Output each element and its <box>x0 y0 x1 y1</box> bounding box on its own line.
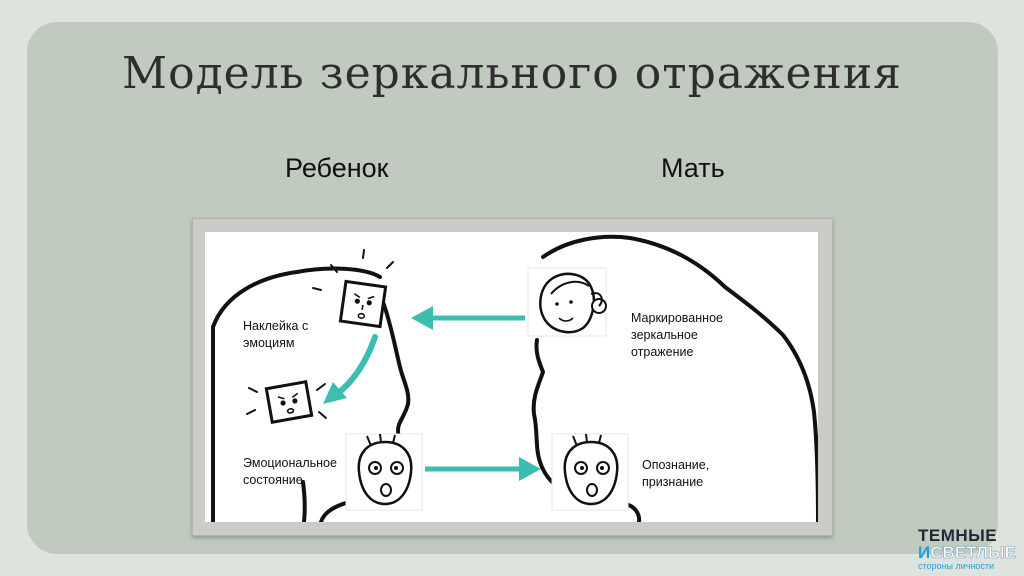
mother-column-label: Мать <box>661 153 725 184</box>
sticker-face-icon <box>313 250 393 327</box>
logo-line-2: ИСВЕТЛЫЕ <box>918 543 1016 563</box>
arrow-sticker-down <box>323 337 375 404</box>
child-column-label: Ребенок <box>285 153 388 184</box>
mother-face-icon <box>528 268 606 336</box>
child-emotional-face-icon <box>346 434 422 510</box>
arrow-mother-to-child <box>411 306 525 330</box>
arrow-child-to-mother <box>425 457 541 481</box>
recognition-label: Опознание, признание <box>642 457 709 491</box>
brand-logo: ТЕМНЫЕ ИСВЕТЛЫЕ стороны личности <box>912 524 1020 574</box>
logo-tagline: стороны личности <box>918 561 994 571</box>
marked-reflection-label: Маркированное зеркальное отражение <box>631 310 723 361</box>
slide-title: Модель зеркального отражения <box>0 48 1024 99</box>
sticker-face-lower-icon <box>247 382 326 422</box>
diagram-canvas: Наклейка с эмоциям Эмоциональное состоян… <box>205 232 818 522</box>
sticker-label: Наклейка с эмоциям <box>243 318 308 352</box>
emotional-state-label: Эмоциональное состояние <box>243 455 337 489</box>
recognition-face-icon <box>552 434 628 510</box>
